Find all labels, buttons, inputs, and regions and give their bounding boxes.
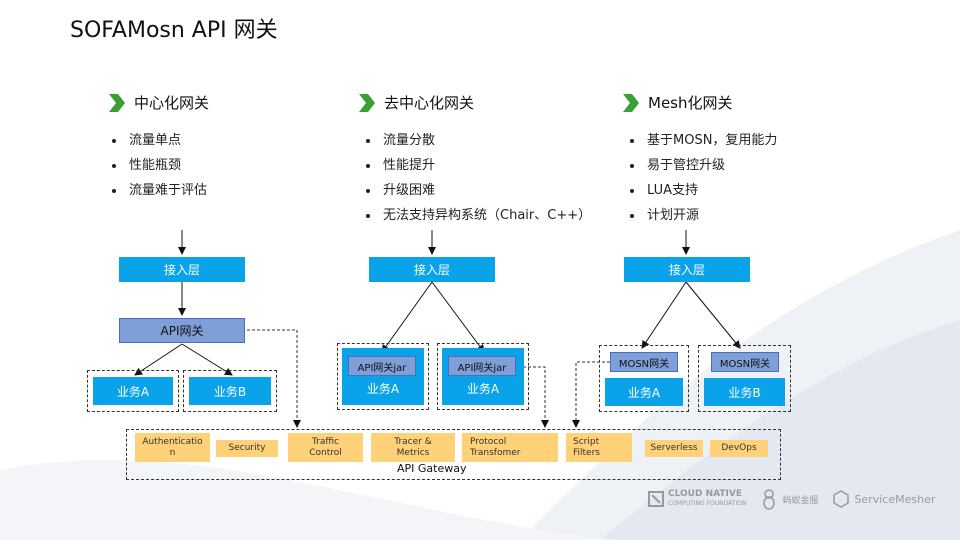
bullets-mesh: 基于MOSN，复用能力 易于管控升级 LUA支持 计划开源 <box>630 128 777 228</box>
heading-centralized: 中心化网关 <box>108 92 209 113</box>
bullet-dot <box>630 138 634 143</box>
bullet-dot <box>366 138 370 143</box>
service-b-box: 业务B <box>704 378 785 406</box>
api-gateway-jar-box: API网关jar <box>348 356 416 376</box>
list-item: 流量单点 <box>112 128 207 153</box>
servicemesher-logo: ServiceMesher <box>832 490 935 508</box>
bullet-dot <box>366 188 370 193</box>
mosn-service-b-container: MOSN网关 业务B <box>698 345 791 412</box>
access-layer-box: 接入层 <box>624 257 750 282</box>
service-a-jar-container: 业务A API网关jar <box>337 343 429 410</box>
filter-protocol-transformer: Protocol Transfomer <box>462 433 558 462</box>
api-gateway-jar-box: API网关jar <box>448 356 516 376</box>
list-item: 易于管控升级 <box>630 153 777 178</box>
list-item: 基于MOSN，复用能力 <box>630 128 777 153</box>
filter-serverless: Serverless <box>645 440 703 457</box>
heading-mesh: Mesh化网关 <box>622 92 733 113</box>
heading-decentralized: 去中心化网关 <box>358 92 474 113</box>
list-item: 流量分散 <box>366 128 591 153</box>
service-a-box: 业务A <box>93 377 173 405</box>
bullets-centralized: 流量单点 性能瓶颈 流量难于评估 <box>112 128 207 203</box>
service-b-container: 业务B <box>183 370 277 412</box>
filter-devops: DevOps <box>710 440 768 457</box>
list-item: 性能提升 <box>366 153 591 178</box>
bullet-dot <box>112 188 116 193</box>
footer-logos: CLOUD NATIVE COMPUTING FOUNDATION 蚂蚁金服 S… <box>648 488 935 510</box>
heading-text: Mesh化网关 <box>648 94 733 112</box>
chevron-right-icon <box>109 93 125 112</box>
list-item: 升级困难 <box>366 178 591 203</box>
access-layer-box: 接入层 <box>119 257 245 282</box>
access-layer-box: 接入层 <box>369 257 495 282</box>
service-a-box: 业务A <box>605 378 683 406</box>
page-title: SOFAMosn API 网关 <box>70 18 278 43</box>
list-item: 计划开源 <box>630 203 777 228</box>
list-item: 流量难于评估 <box>112 178 207 203</box>
ant-logo-icon <box>763 489 776 510</box>
heading-text: 去中心化网关 <box>384 94 475 112</box>
service-b-box: 业务B <box>189 377 271 405</box>
list-item: 性能瓶颈 <box>112 153 207 178</box>
bullet-dot <box>630 188 634 193</box>
api-gateway-container <box>126 429 781 480</box>
chevron-right-icon <box>623 93 639 112</box>
cncf-logo-icon <box>648 491 664 507</box>
bullet-dot <box>112 163 116 168</box>
bullet-dot <box>630 163 634 168</box>
bullet-dot <box>366 163 370 168</box>
filter-authentication: Authenticatio n <box>135 433 210 462</box>
api-gateway-label: API Gateway <box>397 462 467 475</box>
mosn-gateway-box: MOSN网关 <box>610 352 678 372</box>
filter-security: Security <box>216 440 278 457</box>
filter-tracer-metrics: Tracer & Metrics <box>371 433 455 462</box>
chevron-right-icon <box>359 93 375 112</box>
ant-logo: 蚂蚁金服 <box>760 488 818 510</box>
list-item: 无法支持异构系统（Chair、C++） <box>366 203 591 228</box>
service-a-jar-container: 业务A API网关jar <box>437 343 529 410</box>
filter-traffic-control: Traffic Control <box>288 433 363 462</box>
service-a-container: 业务A <box>87 370 179 412</box>
mosn-service-a-container: MOSN网关 业务A <box>599 345 689 412</box>
mosn-gateway-box: MOSN网关 <box>711 352 779 372</box>
filter-script-filters: Script Filters <box>566 433 632 462</box>
api-gateway-box: API网关 <box>119 318 245 343</box>
bullets-decentralized: 流量分散 性能提升 升级困难 无法支持异构系统（Chair、C++） <box>366 128 591 228</box>
servicemesher-logo-icon <box>833 490 850 508</box>
bullet-dot <box>630 213 634 218</box>
heading-text: 中心化网关 <box>134 94 210 112</box>
cncf-logo: CLOUD NATIVE COMPUTING FOUNDATION <box>648 490 746 508</box>
bullet-dot <box>112 138 116 143</box>
list-item: LUA支持 <box>630 178 777 203</box>
bullet-dot <box>366 213 370 218</box>
